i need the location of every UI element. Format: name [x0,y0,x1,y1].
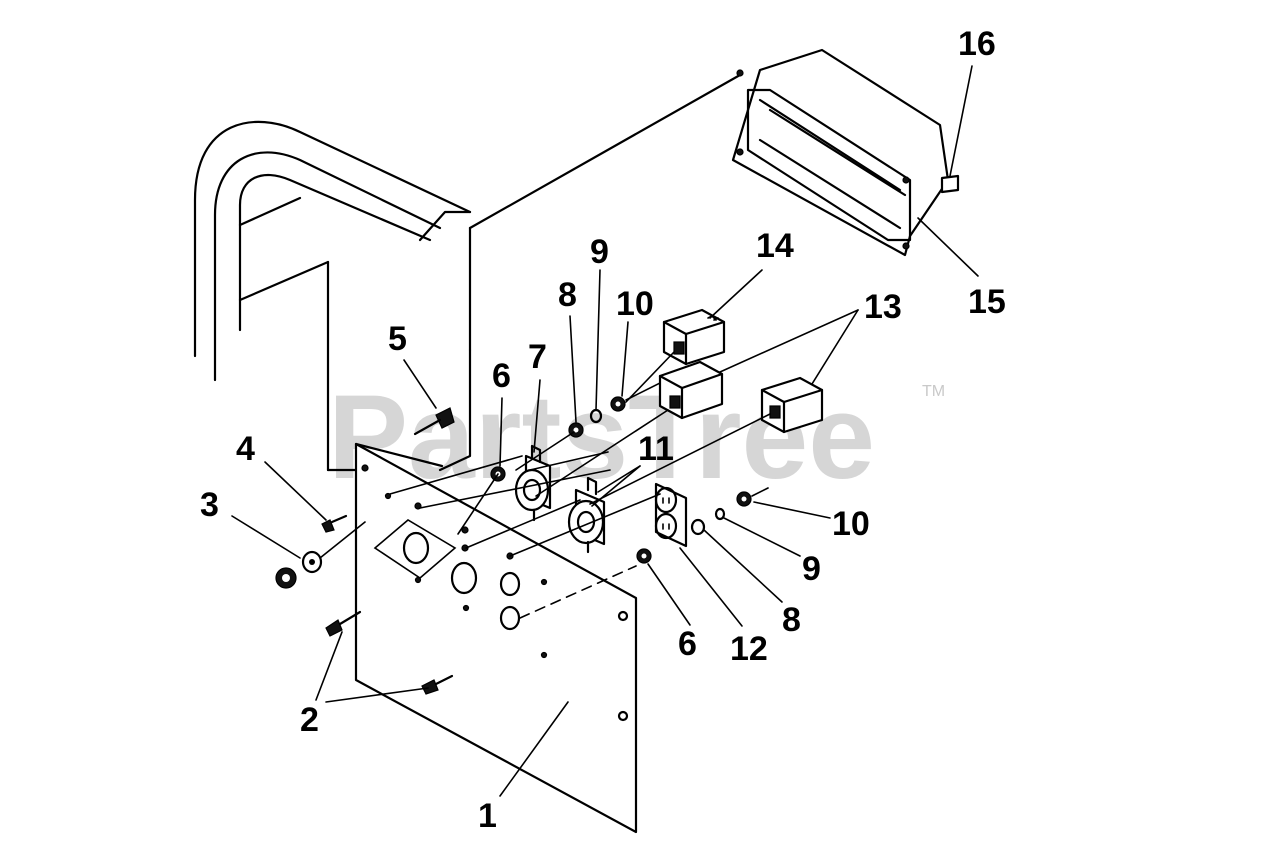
callout-10-lower: 10 [832,505,870,543]
callout-10-upper: 10 [616,285,654,323]
housing-outline [326,73,742,472]
hardware-row-right [636,487,769,564]
callout-9-lower: 9 [802,550,821,588]
callout-14: 14 [756,227,794,265]
frame-handle [193,120,472,472]
watermark-trademark: TM [922,383,945,400]
switch-13-right [760,376,824,434]
callout-9-upper: 9 [590,233,609,271]
callout-6-upper: 6 [492,357,511,395]
panel-screws [325,610,454,695]
callout-15: 15 [968,283,1006,321]
switch-14 [662,308,726,366]
callout-2: 2 [300,701,319,739]
callout-labels: 1 2 3 4 5 6 6 7 8 8 9 9 10 10 11 12 13 1… [200,25,1006,835]
receptacle-12 [654,482,688,548]
callout-4: 4 [236,430,255,468]
callout-11: 11 [638,430,674,468]
leader-lines [231,65,979,797]
outlet-box [731,48,960,257]
callout-1: 1 [478,797,497,835]
callout-5: 5 [388,320,407,358]
circuit-breaker-11 [567,476,606,554]
callout-12: 12 [730,630,768,668]
callout-8-upper: 8 [558,276,577,314]
callout-16: 16 [958,25,996,63]
bolt-4 [321,514,348,533]
front-panel [354,442,638,834]
nut-and-washer [275,521,366,589]
callout-6-lower: 6 [678,625,697,663]
callout-3: 3 [200,486,219,524]
switch-13-left [658,360,724,420]
bolt-5 [413,407,455,436]
callout-7: 7 [528,338,547,376]
callout-8-lower: 8 [782,601,801,639]
callout-13: 13 [864,288,902,326]
